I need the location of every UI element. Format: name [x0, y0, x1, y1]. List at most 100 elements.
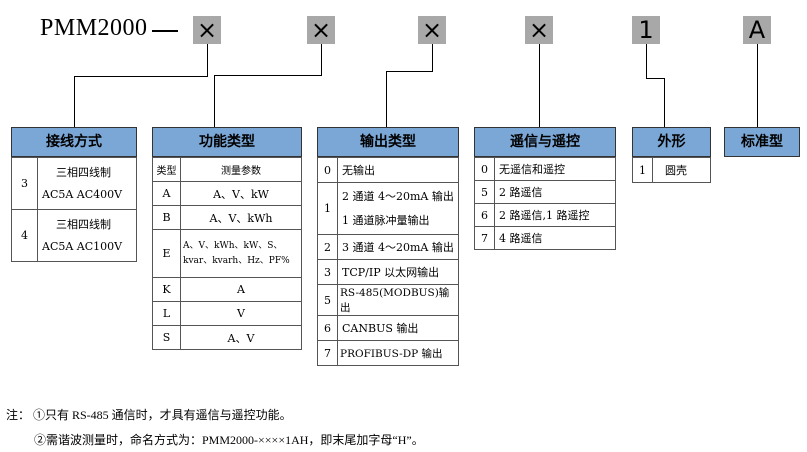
output-desc: PROFIBUS-DP 输出 [337, 340, 459, 366]
table-row: 6 CANBUS 输出 [317, 315, 459, 341]
wiring-header: 接线方式 [11, 127, 137, 157]
function-params-line1: A、V、kWh、kW、S、 [183, 240, 283, 251]
telesignal-code: 5 [474, 180, 495, 204]
output-desc-line2: 1 通道脉冲量输出 [342, 213, 430, 227]
code-box-telesignal: × [525, 16, 553, 44]
wiring-desc-line1: 三相四线制 [56, 165, 111, 179]
output-code: 3 [317, 259, 338, 285]
output-desc: CANBUS 输出 [337, 315, 459, 341]
wiring-desc: 三相四线制 AC5A AC400V [37, 157, 137, 210]
function-code: S [152, 325, 181, 350]
connector-shape-v1 [646, 44, 647, 78]
table-row: 1 2 通道 4～20mA 输出 1 通道脉冲量输出 [317, 182, 459, 235]
telesignal-header: 遥信与遥控 [474, 127, 616, 157]
function-code: A [152, 181, 181, 206]
code-box-wiring: × [193, 16, 221, 44]
output-code: 5 [317, 284, 338, 316]
shape-desc: 圆壳 [652, 157, 711, 183]
table-row: 3 三相四线制 AC5A AC400V [11, 157, 137, 210]
table-row: 3 TCP/IP 以太网输出 [317, 259, 459, 285]
output-code: 7 [317, 340, 338, 366]
model-name: PMM2000 [40, 15, 148, 41]
wiring-table: 3 三相四线制 AC5A AC400V 4 三相四线制 AC5A AC100V [11, 157, 137, 262]
connector-telesignal [539, 44, 540, 127]
table-row: B A、V、kWh [152, 205, 302, 230]
output-desc: 2 通道 4～20mA 输出 1 通道脉冲量输出 [337, 182, 459, 235]
output-code: 0 [317, 157, 338, 183]
function-col-params: 测量参数 [180, 157, 302, 182]
wiring-desc-line1: 三相四线制 [56, 217, 111, 231]
table-row: 2 3 通道 4～20mA 输出 [317, 234, 459, 260]
output-table: 0 无输出 1 2 通道 4～20mA 输出 1 通道脉冲量输出 2 3 通道 … [317, 157, 459, 366]
wiring-desc: 三相四线制 AC5A AC100V [37, 209, 137, 262]
table-row: L V [152, 301, 302, 326]
output-desc: 无输出 [337, 157, 459, 183]
function-params: A [180, 277, 302, 302]
function-code: L [152, 301, 181, 326]
telesignal-desc: 4 路遥信 [494, 226, 616, 250]
connector-output-v2 [386, 71, 387, 127]
code-box-shape: 1 [632, 16, 660, 44]
table-row: 5 RS-485(MODBUS)输出 [317, 284, 459, 316]
function-col-type: 类型 [152, 157, 181, 182]
wiring-desc-line2: AC5A AC100V [42, 239, 123, 253]
function-table: 类型 测量参数 A A、V、kW B A、V、kWh E A、V、kWh、kW、… [152, 157, 302, 350]
output-code: 2 [317, 234, 338, 260]
note-line-1: 注： ①只有 RS-485 通信时，才具有遥信与遥控功能。 [6, 408, 292, 422]
standard-header: 标准型 [724, 127, 800, 157]
function-params: A、V、kW [180, 181, 302, 206]
connector-output-v1 [432, 44, 433, 71]
function-code: B [152, 205, 181, 230]
shape-table: 1 圆壳 [632, 157, 711, 183]
connector-standard [757, 44, 758, 127]
wiring-code: 4 [11, 209, 38, 262]
table-row: A A、V、kW [152, 181, 302, 206]
connector-wiring-v1 [207, 44, 208, 76]
table-row: 1 圆壳 [632, 157, 711, 183]
connector-shape-v2 [664, 78, 665, 127]
connector-output-h [386, 71, 433, 72]
function-params: A、V [180, 325, 302, 350]
telesignal-code: 7 [474, 226, 495, 250]
connector-shape-h [646, 78, 664, 79]
code-box-standard: A [743, 16, 771, 44]
output-desc: 3 通道 4～20mA 输出 [337, 234, 459, 260]
table-row: S A、V [152, 325, 302, 350]
output-desc-line1: 2 通道 4～20mA 输出 [342, 189, 454, 203]
table-row: 5 2 路遥信 [474, 180, 616, 204]
table-header-row: 类型 测量参数 [152, 157, 302, 182]
output-desc: TCP/IP 以太网输出 [337, 259, 459, 285]
table-row: 4 三相四线制 AC5A AC100V [11, 209, 137, 262]
telesignal-desc: 2 路遥信 [494, 180, 616, 204]
function-params: A、V、kWh [180, 205, 302, 230]
connector-function-h [214, 75, 322, 76]
telesignal-code: 6 [474, 203, 495, 227]
table-row: K A [152, 277, 302, 302]
model-dash [152, 30, 178, 32]
function-code: E [152, 229, 181, 278]
output-desc: RS-485(MODBUS)输出 [337, 284, 459, 316]
function-code: K [152, 277, 181, 302]
function-params: A、V、kWh、kW、S、 kvar、kvarh、Hz、PF% [180, 229, 302, 278]
table-row: 0 无输出 [317, 157, 459, 183]
table-row: 6 2 路遥信,1 路遥控 [474, 203, 616, 227]
note-line-2: ②需谐波测量时，命名方式为：PMM2000-××××1AH，即末尾加字母“H”。 [34, 433, 424, 447]
output-code: 1 [317, 182, 338, 235]
connector-wiring-h [74, 76, 208, 77]
table-row: 7 PROFIBUS-DP 输出 [317, 340, 459, 366]
connector-function-v1 [321, 44, 322, 75]
function-params-line2: kvar、kvarh、Hz、PF% [183, 255, 290, 266]
output-header: 输出类型 [317, 127, 459, 157]
shape-code: 1 [632, 157, 653, 183]
code-box-output: × [418, 16, 446, 44]
connector-function-v2 [214, 75, 215, 127]
code-box-function: × [307, 16, 335, 44]
telesignal-desc: 无遥信和遥控 [494, 157, 616, 181]
table-row: E A、V、kWh、kW、S、 kvar、kvarh、Hz、PF% [152, 229, 302, 278]
output-code: 6 [317, 315, 338, 341]
function-params: V [180, 301, 302, 326]
table-row: 0 无遥信和遥控 [474, 157, 616, 181]
telesignal-desc: 2 路遥信,1 路遥控 [494, 203, 616, 227]
wiring-code: 3 [11, 157, 38, 210]
telesignal-table: 0 无遥信和遥控 5 2 路遥信 6 2 路遥信,1 路遥控 7 4 路遥信 [474, 157, 616, 250]
